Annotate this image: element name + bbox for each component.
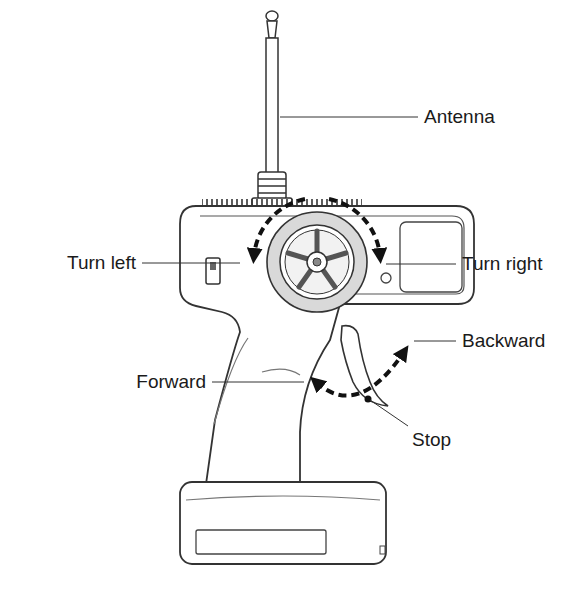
turn-right-arrow — [329, 199, 380, 256]
throttle-arrow — [316, 352, 404, 396]
steering-wheel — [267, 212, 367, 312]
transmitter-body — [180, 206, 474, 484]
spoke — [299, 270, 311, 287]
wheel-rim — [280, 225, 354, 299]
spoke — [326, 253, 346, 259]
wheel-hub — [307, 252, 327, 272]
battery-base — [180, 482, 386, 564]
antenna-cone — [267, 21, 277, 38]
thread — [258, 185, 286, 187]
antenna-base — [258, 172, 286, 200]
part-label: Forward — [136, 371, 206, 394]
grip-edge — [214, 338, 248, 424]
wheel-rim-inner — [285, 230, 349, 294]
turn-left-arrow — [254, 199, 305, 256]
part-label: Antenna — [424, 106, 495, 129]
wheel-spokes — [288, 231, 346, 287]
spoke — [315, 231, 320, 252]
switch — [206, 258, 220, 284]
wheel-nut — [313, 258, 321, 266]
base-nub — [380, 546, 385, 554]
leader-line — [280, 117, 418, 118]
leader-line — [212, 382, 304, 383]
leader-line — [142, 263, 240, 264]
antenna-tip — [266, 11, 278, 21]
thread — [258, 178, 286, 180]
spoke — [323, 270, 335, 287]
part-label: Stop — [412, 429, 451, 452]
antenna-rod — [266, 38, 278, 174]
wheel-tyre — [267, 212, 367, 312]
part-label: Turn left — [67, 252, 136, 275]
spoke — [288, 253, 308, 259]
indicator-light — [381, 273, 391, 283]
stop-dot — [365, 396, 372, 403]
grip-edge — [262, 369, 300, 375]
side-panel — [400, 222, 462, 292]
thread — [258, 192, 286, 194]
antenna — [252, 11, 292, 206]
battery-cover — [196, 530, 326, 554]
leader-line — [370, 400, 408, 426]
leader-line — [386, 264, 456, 265]
part-label: Backward — [462, 330, 545, 353]
throttle-trigger — [341, 326, 388, 406]
base-edge — [186, 496, 380, 500]
part-label: Turn right — [462, 253, 543, 276]
leader-line — [414, 341, 456, 342]
